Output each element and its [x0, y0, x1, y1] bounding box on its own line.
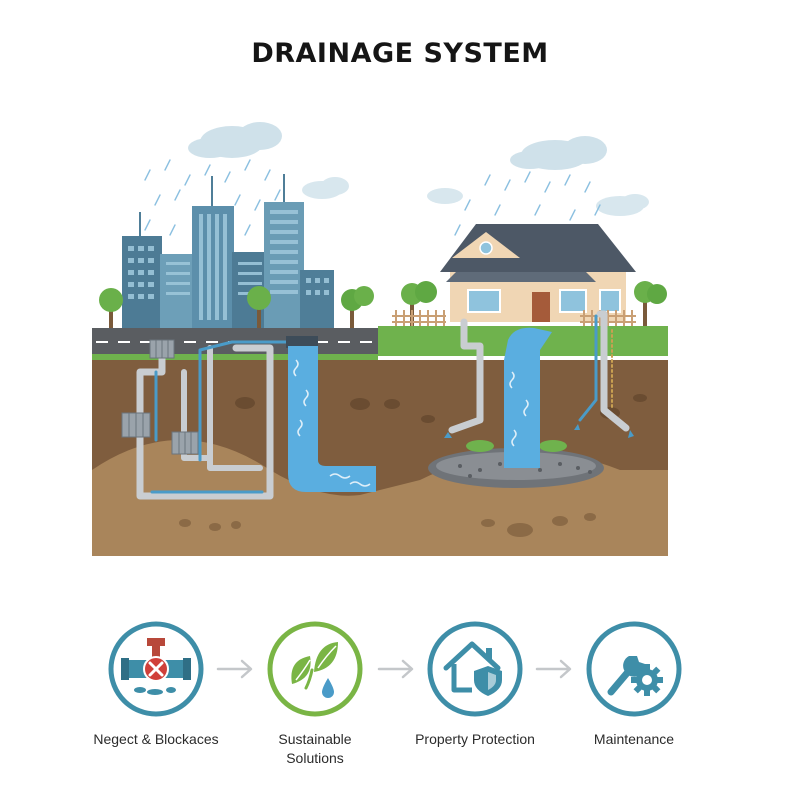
tree-icon	[634, 281, 667, 326]
step-label: Maintenance	[593, 731, 675, 747]
arrow-right-icon	[377, 659, 414, 679]
house-pipes	[448, 310, 630, 434]
plant-icon	[466, 440, 567, 452]
city-buildings	[122, 174, 334, 328]
step-label: Sustainable Solutions	[278, 731, 352, 766]
page-title: DRAINAGE SYSTEM	[251, 38, 549, 69]
tree-icon	[99, 288, 123, 328]
water-channel	[288, 346, 376, 492]
fence	[392, 310, 636, 328]
cloud-icon	[188, 122, 282, 158]
arrow-right-icon	[535, 659, 572, 679]
cloud-icon	[302, 177, 349, 199]
step-label: Negect & Blockaces	[93, 731, 219, 747]
cloud-icon	[510, 136, 607, 170]
tree-icon	[247, 286, 271, 328]
grass-strip	[92, 354, 378, 362]
drainage-illustration	[92, 122, 668, 556]
wrench-gear-icon	[586, 621, 682, 717]
city-pipes	[136, 340, 292, 500]
leaf-drop-icon	[267, 621, 363, 717]
house	[440, 224, 636, 322]
house-shield-icon	[427, 621, 523, 717]
blocked-pipe-icon	[108, 621, 204, 717]
cloud-icon	[427, 188, 649, 216]
step-label: Property Protection	[415, 731, 535, 747]
tree-icon	[341, 286, 374, 328]
arrow-right-icon	[216, 659, 253, 679]
